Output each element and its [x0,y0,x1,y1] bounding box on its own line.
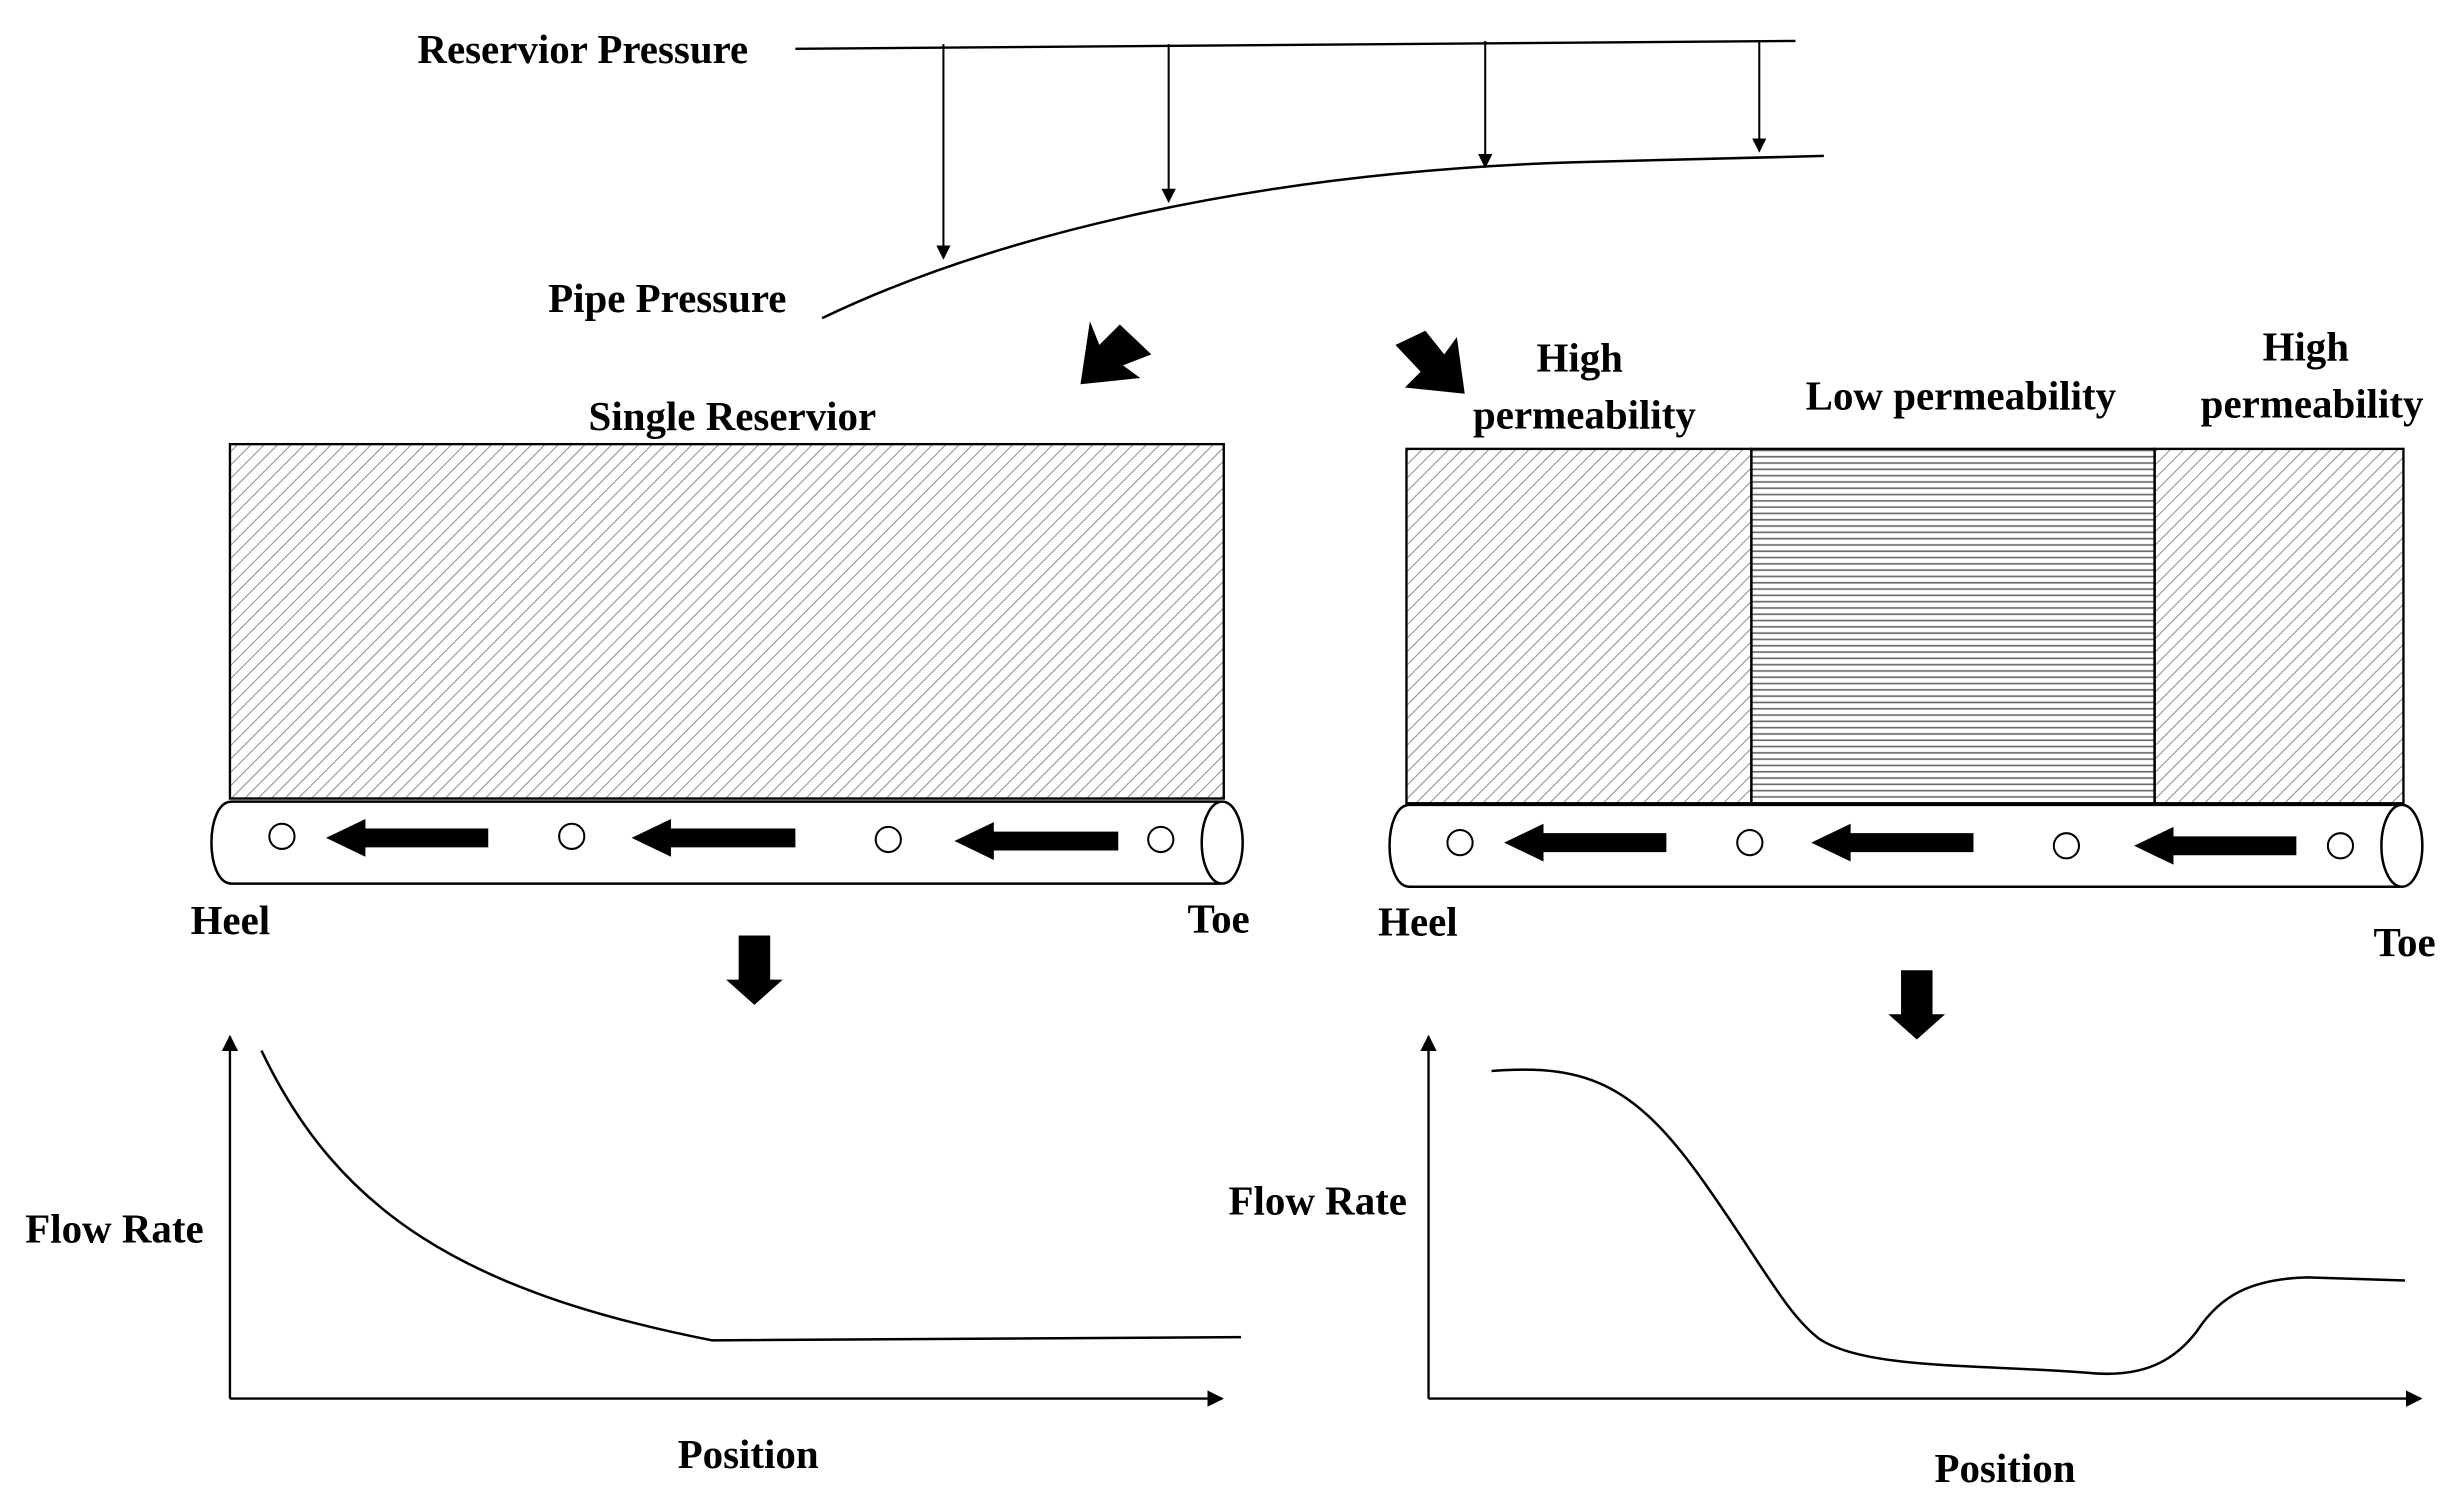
flow-direction-arrow [1504,823,1667,862]
perforation-hole [558,822,586,850]
pressure-profile: Reservior Pressure Pipe Pressure [417,27,1824,321]
layered-wellbore-pipe [1388,803,2424,888]
perforation-hole [1446,829,1474,857]
zone-right-label-line2: permeability [2201,381,2424,426]
layered-permeability-case: High permeability Low permeability High … [1228,325,2435,1491]
flow-direction-arrow [326,819,489,857]
single-reservoir-block [228,442,1225,800]
zone-right-label-line1: High [2263,325,2350,370]
single-toe-label: Toe [1188,896,1250,941]
pipe-pressure-curve [821,154,1824,320]
single-reservoir-case: Single Reservior Heel Toe Flow Rate Posi… [25,394,1250,1477]
perforation-hole [2052,832,2081,860]
flow-rate-curve [260,1049,1242,1342]
zone-left-label-line2: permeability [1473,392,1696,437]
layered-flow-rate-graph: Flow Rate Position [1228,1034,2423,1491]
flow-rate-curve [1491,1068,2406,1376]
layered-reservoir-block [1405,447,2405,805]
zone-mid-label: Low permeability [1806,373,2117,418]
flow-direction-arrow [2134,826,2297,865]
zone-high-permeability-right [2153,447,2405,805]
x-axis-label: Position [1934,1446,2075,1491]
pipe-toe-opening [1200,800,1244,885]
perforation-hole [268,822,296,850]
down-right-block-arrow [1395,330,1465,394]
flow-direction-arrow [954,822,1119,860]
perforation-hole [874,825,902,854]
reservoir-pressure-label: Reservior Pressure [417,27,748,72]
single-wellbore-pipe [210,800,1244,885]
zone-low-permeability [1750,447,2156,805]
zone-left-label-line1: High [1536,336,1623,381]
perforation-hole [2326,832,2355,860]
single-reservoir-title: Single Reservior [589,394,877,439]
reservoir-pressure-line [795,39,1796,51]
flow-direction-arrow [631,819,796,857]
layered-down-block-arrow [1888,970,1946,1040]
pipe-pressure-label: Pipe Pressure [548,276,786,321]
perforation-hole [1147,825,1175,854]
y-axis-label: Flow Rate [25,1207,203,1252]
perforation-hole [1736,829,1764,857]
single-down-block-arrow [726,935,783,1005]
y-axis-label: Flow Rate [1228,1178,1406,1223]
single-heel-label: Heel [191,898,271,943]
pipe-toe-opening [2380,803,2424,888]
single-flow-rate-graph: Flow Rate Position [25,1034,1242,1477]
layered-heel-label: Heel [1378,900,1458,945]
flow-direction-arrow [1811,823,1974,862]
pressure-difference-arrows [936,40,1767,260]
x-axis-label: Position [678,1432,819,1477]
zone-high-permeability-left [1405,447,1753,805]
layered-toe-label: Toe [2374,920,2436,965]
down-left-block-arrow [1080,321,1152,385]
